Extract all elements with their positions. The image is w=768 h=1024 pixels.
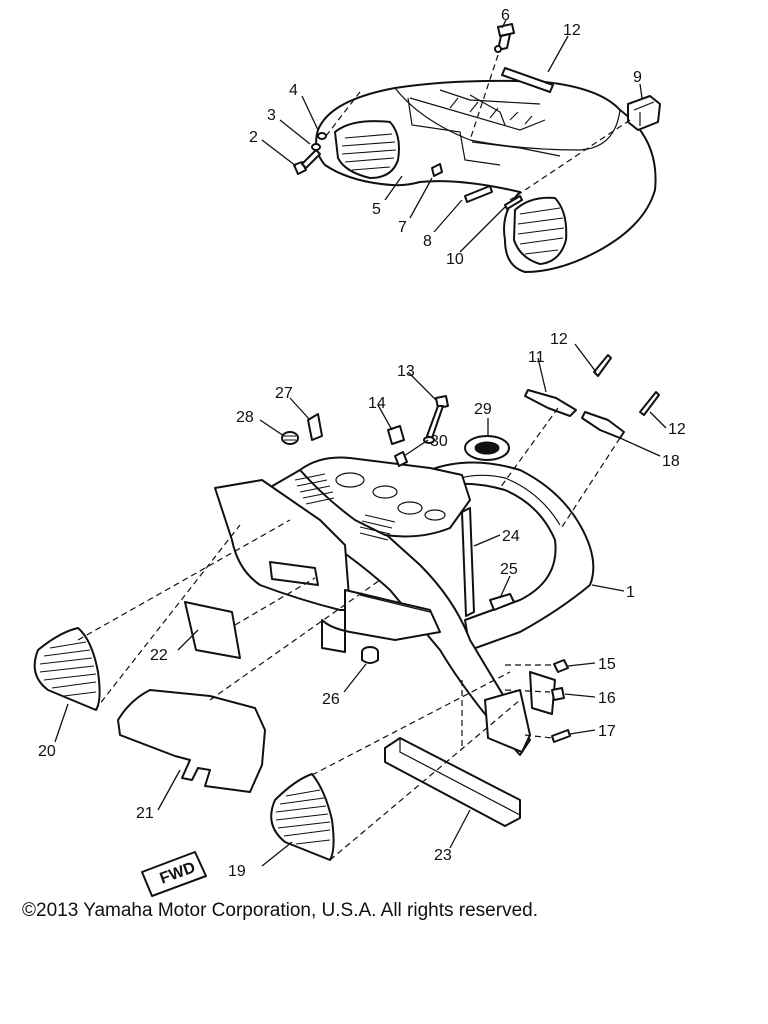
callout-24: 23 [434,847,452,864]
callout-4: 4 [289,82,298,99]
callout-11: 11 [528,349,545,366]
part-14-rod [423,395,449,444]
callout-15: 14 [368,395,386,412]
callout-6: 6 [501,7,510,24]
part-8-pin [464,185,493,203]
lower-leaders [54,343,667,867]
callout-8: 8 [423,233,432,250]
callout-10: 10 [446,251,464,268]
callout-23: 22 [150,647,168,664]
callout-18: 17 [598,723,616,740]
callout-12a: 12 [550,331,568,348]
callout-19: 18 [662,453,680,470]
callout-26: 25 [500,561,518,578]
callout-21: 20 [38,743,56,760]
part-18-bolt [551,729,571,743]
hood-left-vent [334,120,400,179]
fwd-marker: FWD [141,851,207,897]
callout-20: 19 [228,863,246,880]
part-22-mat [117,689,266,793]
part-3-washer [311,143,321,151]
callout-28: 27 [275,385,293,402]
hood-right-vent [513,196,568,265]
callout-12b: 12 [668,421,686,438]
callout-27: 26 [322,691,340,708]
part-28-bracket [307,413,323,441]
callout-13: 12 [563,22,581,39]
part-16-nut [553,659,569,673]
callout-29: 28 [236,409,254,426]
part-13-decal [501,67,554,93]
part-21-left-grille [33,627,101,711]
callout-9: 9 [633,69,642,86]
body-lower-box [321,589,441,653]
part-15-clip [387,425,405,445]
callout-1: 1 [626,584,635,601]
lower-guides [77,407,621,861]
part-23-pad [184,601,241,659]
part-11-hinge [524,389,577,417]
part-24-beam [384,737,521,827]
callout-25: 24 [502,528,520,545]
callout-5: 5 [372,201,381,218]
callout-17: 16 [598,690,616,707]
callout-7: 7 [398,219,407,236]
callout-labels: 6 12 9 4 3 2 5 7 8 10 12 11 12 18 13 14 … [38,7,686,880]
part-25-bar [461,507,475,617]
part-27-grommet [361,646,379,664]
callout-31: 30 [430,433,448,450]
lower-body-assembly [214,456,595,756]
callout-22: 21 [136,805,154,822]
part-26-block [489,593,515,611]
upper-guides [325,54,631,201]
part-12-screw-b [639,391,660,416]
part-30-cap [464,435,510,461]
part-2-bolt [293,149,321,175]
part-1-frame [429,461,595,651]
callout-14: 13 [397,363,415,380]
part-20-right-grille [270,773,335,861]
callout-30: 29 [474,401,492,418]
part-10-rod [504,195,523,210]
part-12-screw-a [593,354,612,377]
part-9-clip [627,95,661,131]
upper-hood-assembly [315,79,657,273]
callout-2: 2 [249,129,258,146]
part-6-knob [494,23,515,53]
callout-3: 3 [267,107,276,124]
part-4-nut [317,132,327,140]
part-19-hinge [581,411,625,439]
copyright-notice: ©2013 Yamaha Motor Corporation, U.S.A. A… [22,900,538,921]
body-dashboard [299,456,471,538]
part-29-bushing [281,431,299,445]
upper-leaders [261,19,643,253]
callout-16: 15 [598,656,616,673]
part-17-washer [551,687,565,701]
part-7-screw [431,163,443,177]
